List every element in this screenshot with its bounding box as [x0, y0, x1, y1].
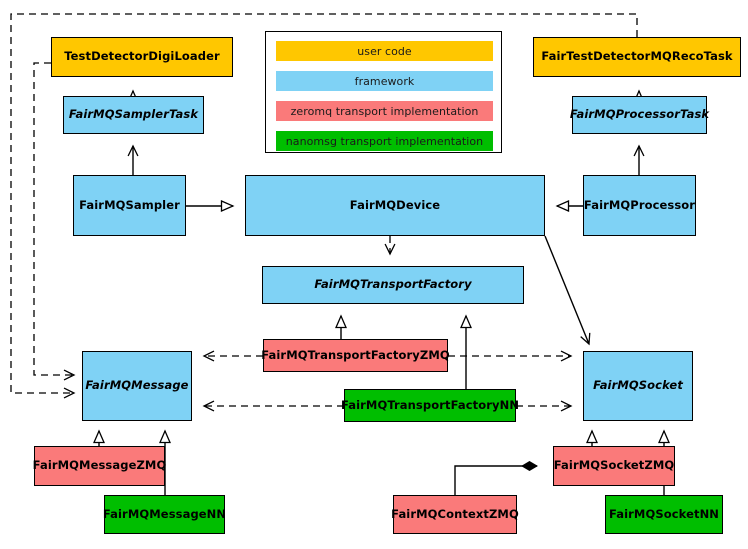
class-node-label: FairMQMessageNN — [102, 506, 227, 521]
legend-item-label: user code — [357, 44, 412, 58]
class-node-label: FairMQSocketNN — [608, 506, 720, 521]
class-node-label: FairMQProcessorTask — [569, 107, 710, 122]
class-node-fairmqcontextzmq[interactable]: FairMQContextZMQ — [391, 495, 519, 534]
class-node-fairmqsocket[interactable]: FairMQSocket — [583, 351, 693, 421]
class-node-label: FairMQContextZMQ — [391, 506, 519, 521]
class-node-fairmqprocessortask[interactable]: FairMQProcessorTask — [569, 96, 710, 134]
class-node-label: FairMQSamplerTask — [68, 107, 199, 122]
edge-socketzmq-composition-contextzmq — [454, 461, 538, 495]
class-node-fairmqtransportfactoryzmq[interactable]: FairMQTransportFactoryZMQ — [261, 339, 450, 372]
class-node-fairmqmessagezmq[interactable]: FairMQMessageZMQ — [32, 446, 167, 486]
class-node-fairmqsamplertask[interactable]: FairMQSamplerTask — [63, 96, 204, 134]
legend-item-label: nanomsg transport implementation — [285, 134, 484, 148]
class-node-fairmqprocessor[interactable]: FairMQProcessor — [583, 175, 696, 236]
class-node-fairmqsocketzmq[interactable]: FairMQSocketZMQ — [553, 446, 675, 486]
class-node-fairmqmessagenn[interactable]: FairMQMessageNN — [102, 495, 227, 534]
class-node-label: FairMQDevice — [349, 197, 441, 212]
legend-item-nanomsg: nanomsg transport implementation — [276, 131, 493, 151]
legend: user code framework zeromq transport imp… — [265, 31, 502, 153]
class-node-testdetectordigiloader[interactable]: TestDetectorDigiLoader — [51, 37, 233, 77]
legend-item-framework: framework — [276, 71, 493, 91]
class-node-fairmqsampler[interactable]: FairMQSampler — [73, 175, 186, 236]
class-node-label: FairMQTransportFactoryZMQ — [261, 347, 450, 362]
edge-device-to-socket — [544, 235, 591, 346]
class-node-label: FairMQSampler — [79, 197, 180, 212]
class-node-label: FairMQMessage — [85, 378, 189, 393]
class-node-fairtestdetectormqrecotask[interactable]: FairTestDetectorMQRecoTask — [533, 37, 741, 77]
class-node-label: FairMQSocket — [593, 378, 683, 393]
class-node-fairmqtransportfactorynn[interactable]: FairMQTransportFactoryNN — [340, 389, 520, 422]
class-node-label: FairTestDetectorMQRecoTask — [541, 49, 733, 64]
class-node-fairmqsocketnn[interactable]: FairMQSocketNN — [605, 495, 723, 534]
class-node-label: FairMQProcessor — [583, 197, 696, 212]
class-node-label: FairMQTransportFactoryNN — [340, 397, 520, 412]
class-node-fairmqdevice[interactable]: FairMQDevice — [245, 175, 545, 236]
legend-item-label: framework — [354, 74, 415, 88]
legend-item-zeromq: zeromq transport implementation — [276, 101, 493, 121]
legend-item-user-code: user code — [276, 41, 493, 61]
class-node-label: FairMQTransportFactory — [314, 277, 472, 292]
class-node-fairmqmessage[interactable]: FairMQMessage — [82, 351, 192, 421]
class-node-label: FairMQSocketZMQ — [553, 458, 675, 473]
class-node-label: FairMQMessageZMQ — [32, 458, 167, 473]
legend-item-label: zeromq transport implementation — [290, 104, 479, 118]
class-node-label: TestDetectorDigiLoader — [64, 49, 220, 64]
class-node-fairmqtransportfactory[interactable]: FairMQTransportFactory — [262, 266, 524, 304]
